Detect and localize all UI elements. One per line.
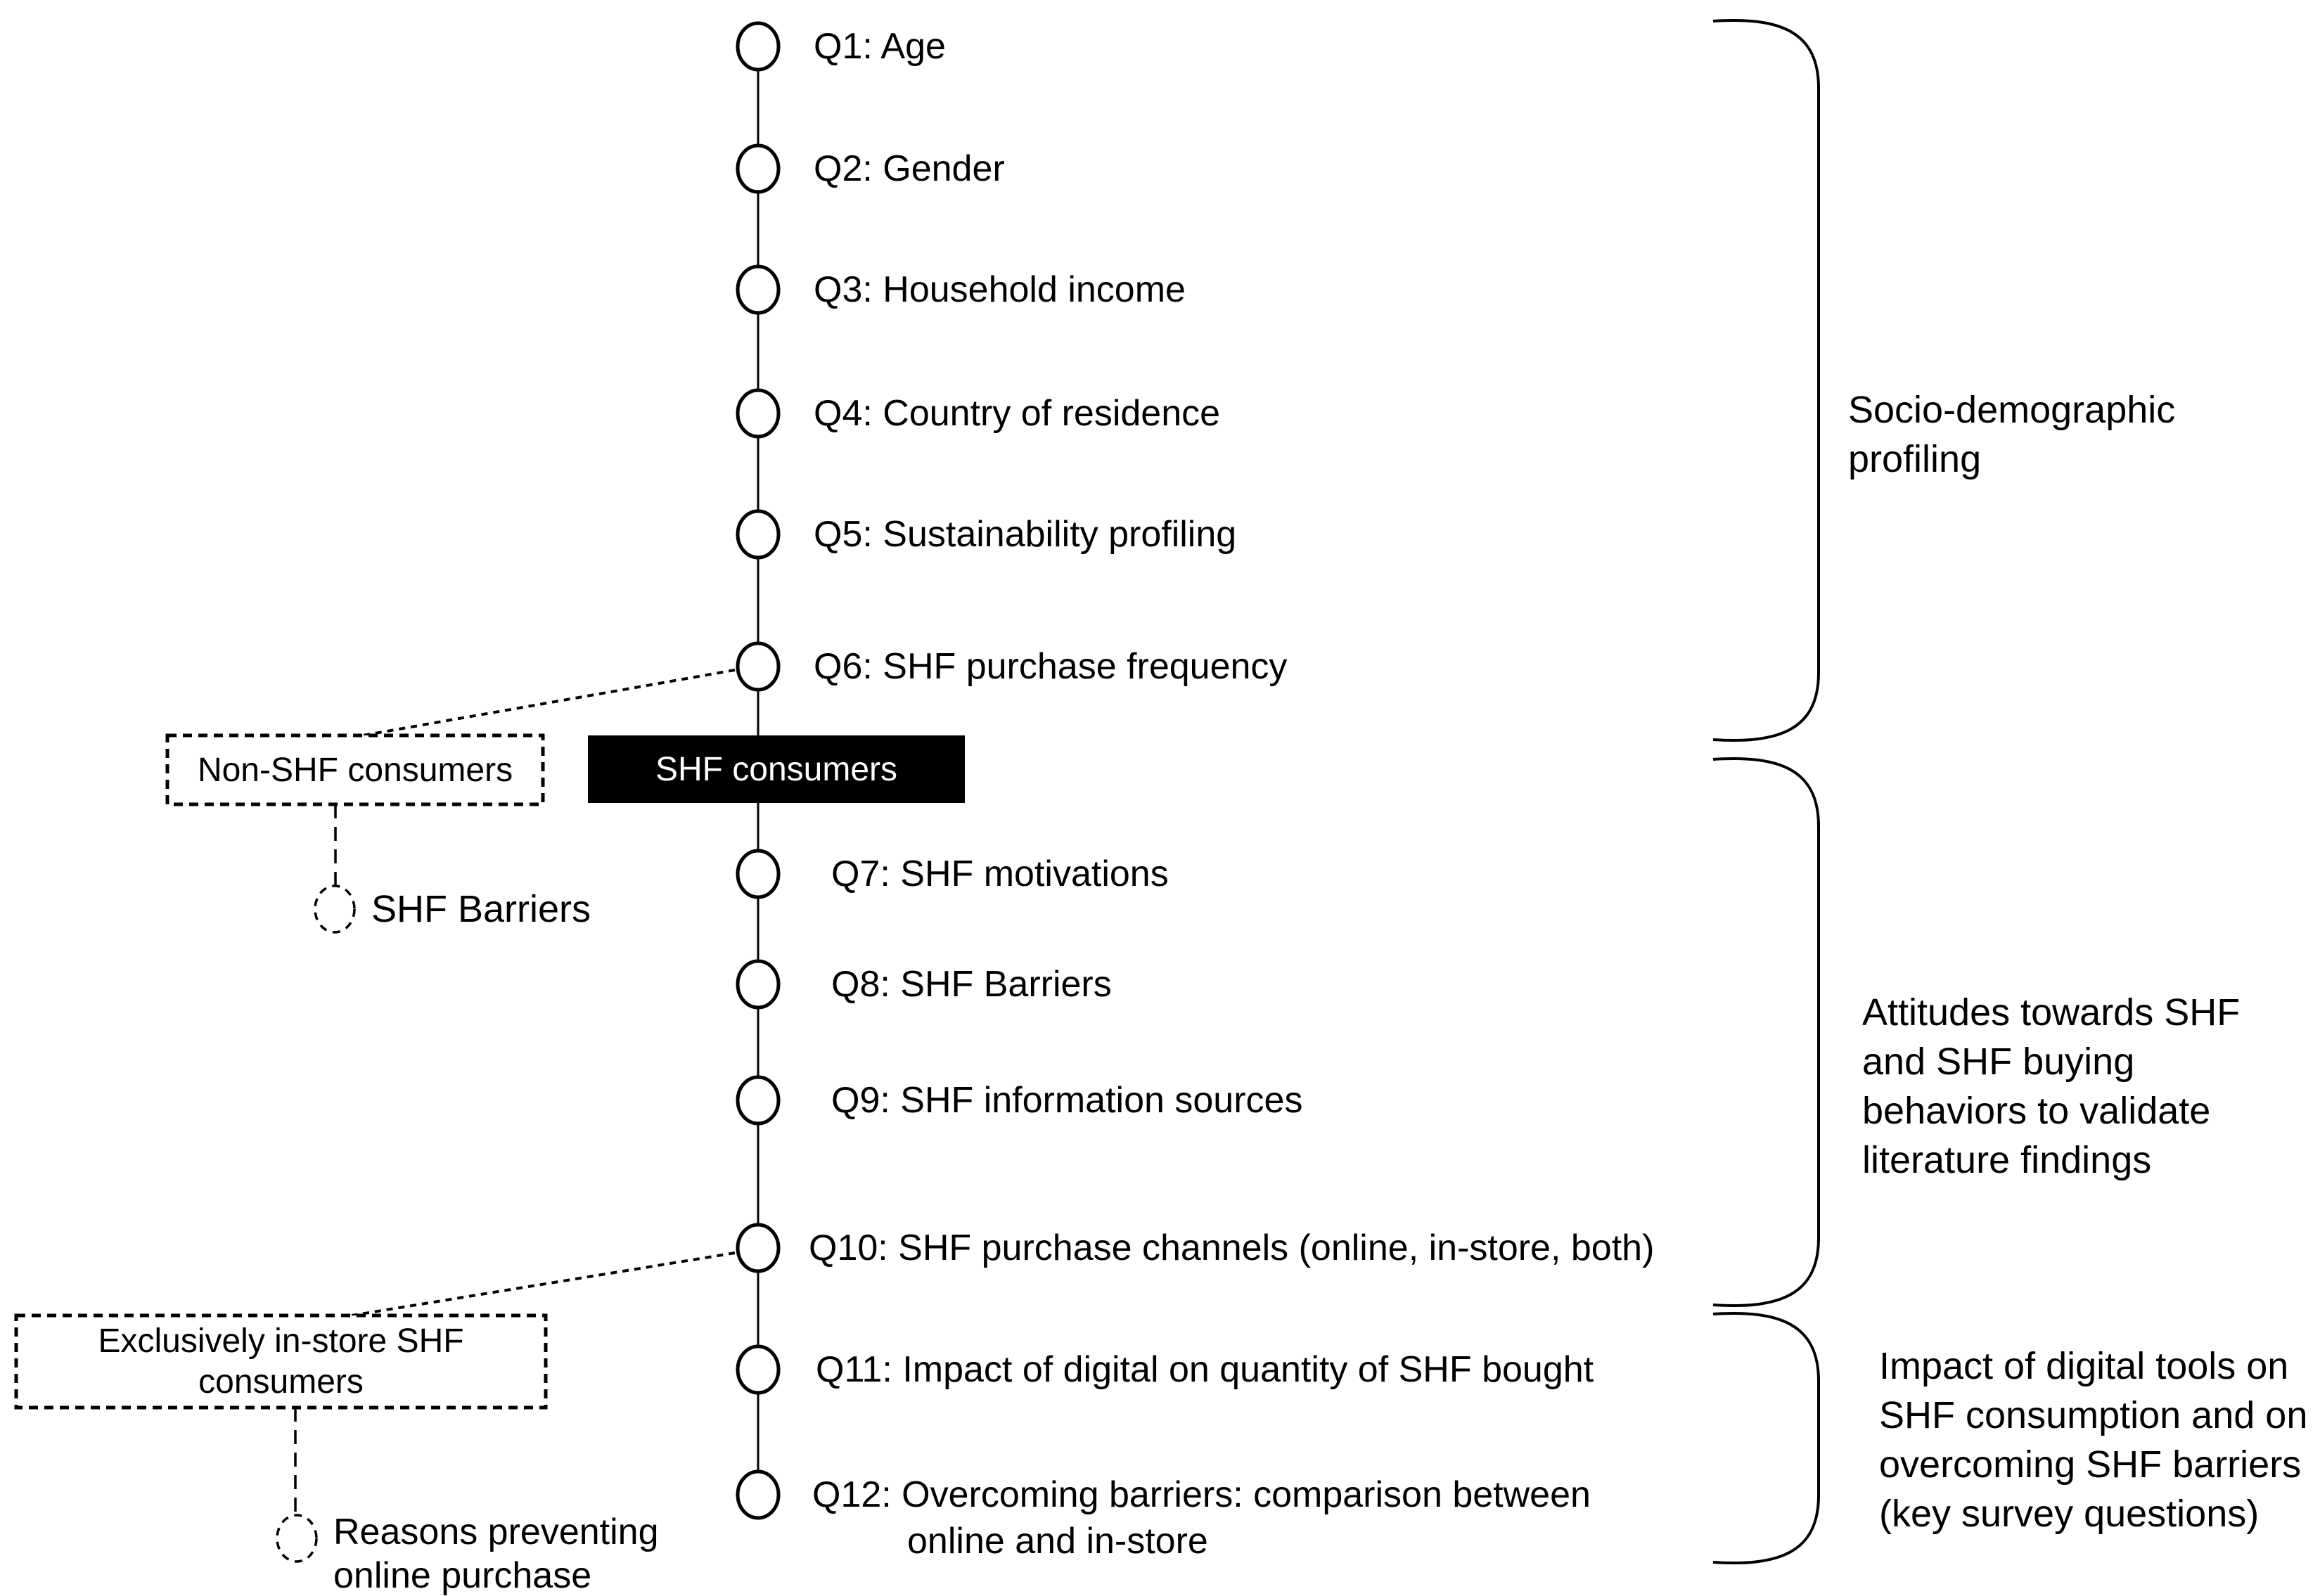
q7-label: Q7: SHF motivations [831,854,1169,894]
group2-line1: Attitudes towards SHF [1862,991,2241,1034]
non-shf-consumers-box [165,733,545,806]
shf-consumers-segment-label: SHF consumers [655,750,898,788]
q12-node [736,1469,781,1520]
q3-label: Q3: Household income [814,269,1186,310]
q3-node [736,264,781,315]
q7-node [736,849,781,899]
group-socio-demographic-label: Socio-demographic profiling [1848,385,2175,484]
reasons-outcome-line1: Reasons preventing [333,1512,659,1552]
q11-node [736,1344,781,1395]
group2-line2: and SHF buying [1862,1041,2135,1083]
group1-line2: profiling [1848,438,1982,480]
group1-line1: Socio-demographic [1848,389,2176,431]
shf-consumers-segment-box [588,735,965,803]
group2-line3: behaviors to validate [1862,1090,2211,1132]
group-impact-label: Impact of digital tools on SHF consumpti… [1879,1341,2307,1538]
exclusively-in-store-box-label: Exclusively in-store SHF consumers [16,1315,546,1408]
brace-impact [1712,1312,1820,1564]
group3-line3: overcoming SHF barriers [1879,1443,2302,1486]
q2-node [736,143,781,194]
q6-node [736,641,781,692]
q1-node [736,21,781,72]
group3-line4: (key survey questions) [1879,1493,2260,1535]
q6-to-nonshf-branch-line [362,669,736,737]
q9-node [736,1075,781,1126]
q10-node [736,1223,781,1273]
q10-label: Q10: SHF purchase channels (online, in-s… [809,1228,1655,1268]
q4-label: Q4: Country of residence [814,393,1221,434]
group2-line4: literature findings [1862,1139,2152,1181]
q5-node [736,509,781,560]
q12-label-line1: Q12: Overcoming barriers: comparison bet… [812,1474,1591,1515]
q8-node [736,959,781,1010]
q12-label-line2: online and in-store [907,1521,1208,1562]
q4-node [736,388,781,439]
brace-attitudes [1712,757,1820,1307]
exclusively-in-store-box [14,1313,548,1410]
q1-label: Q1: Age [814,26,946,67]
q11-label: Q11: Impact of digital on quantity of SH… [816,1349,1594,1390]
group3-line2: SHF consumption and on [1879,1394,2308,1436]
q6-label: Q6: SHF purchase frequency [814,646,1288,687]
exclusively-in-store-line2: consumers [198,1363,364,1401]
reasons-outcome-line2: online purchase [333,1555,592,1596]
q2-label: Q2: Gender [814,148,1005,189]
q5-label: Q5: Sustainability profiling [814,514,1237,555]
brace-socio-demographic [1712,19,1820,742]
reasons-outcome-node [276,1514,318,1563]
reasons-outcome-label: Reasons preventing online purchase [333,1510,659,1596]
exclusively-in-store-line1: Exclusively in-store SHF [98,1322,464,1360]
non-shf-consumers-box-label: Non-SHF consumers [197,751,513,789]
group3-line1: Impact of digital tools on [1879,1345,2289,1387]
q10-to-instore-branch-line [351,1251,736,1317]
group-attitudes-label: Attitudes towards SHF and SHF buying beh… [1862,988,2240,1185]
q8-label: Q8: SHF Barriers [831,964,1112,1005]
shf-barriers-outcome-node [314,884,356,934]
shf-barriers-outcome-label: SHF Barriers [371,888,591,930]
q9-label: Q9: SHF information sources [831,1080,1303,1121]
